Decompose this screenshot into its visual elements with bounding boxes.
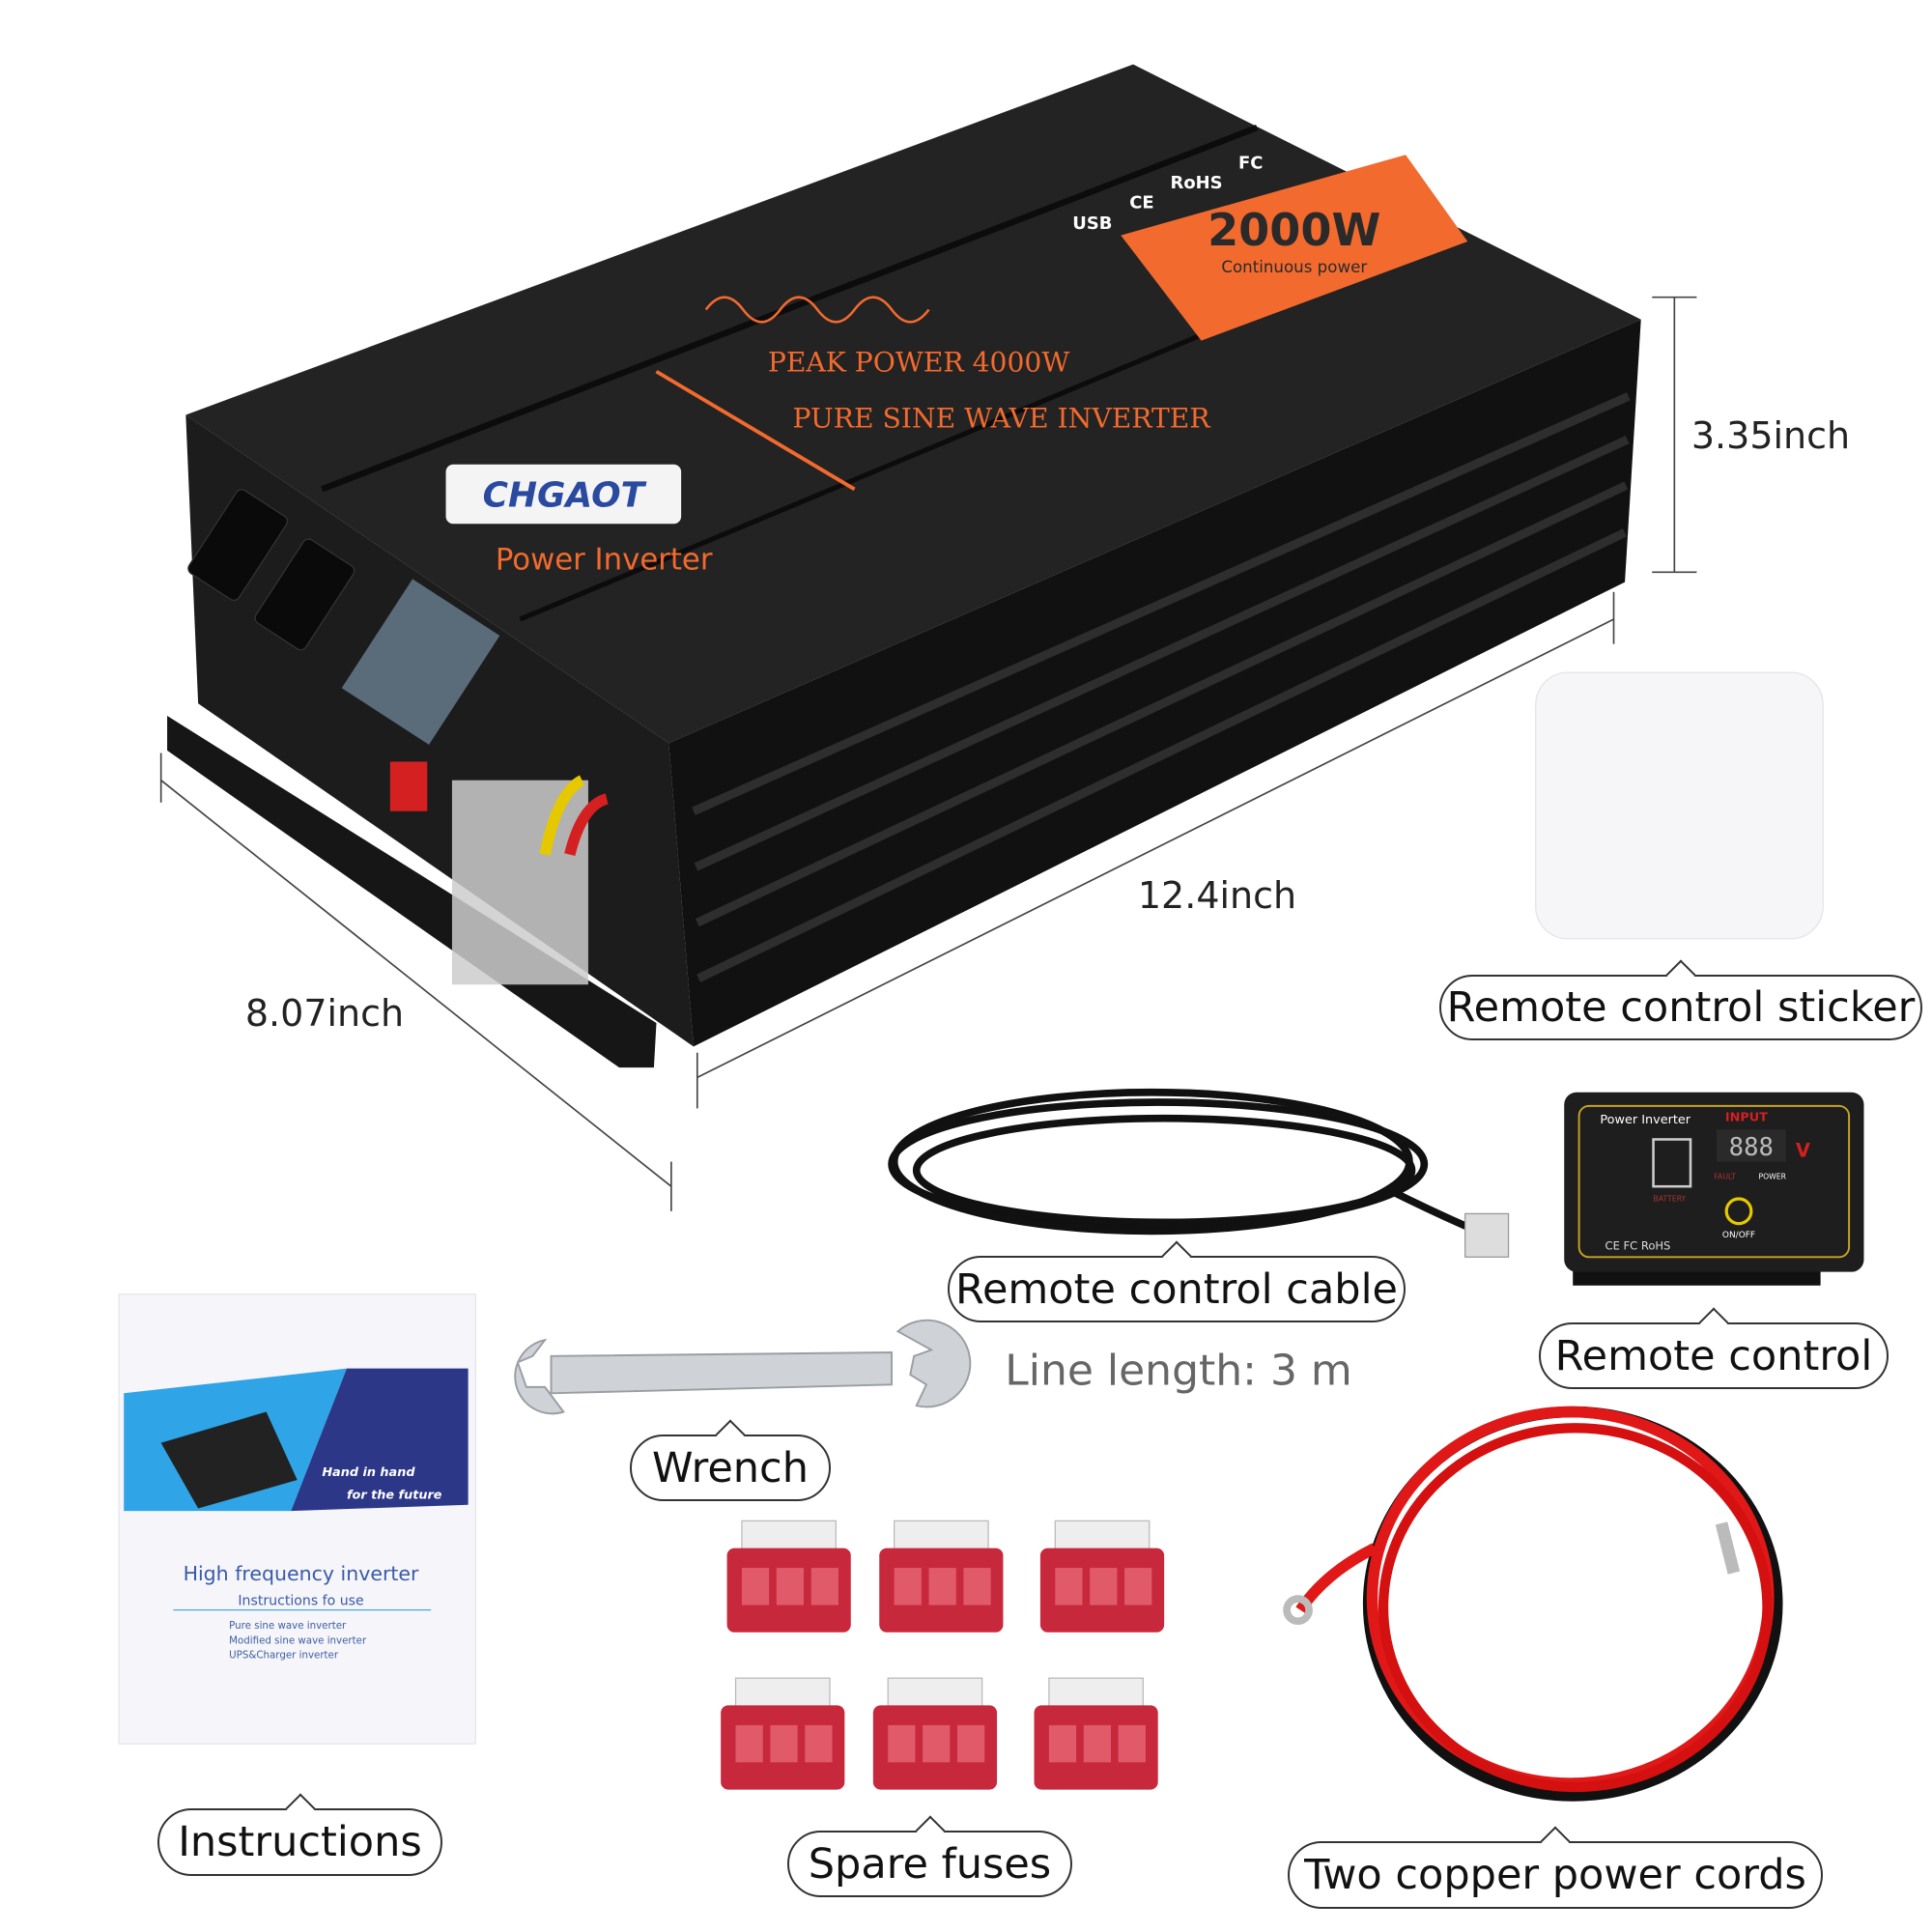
- fuse: [721, 1677, 845, 1790]
- fault-label: FAULT: [1714, 1173, 1736, 1181]
- booklet-title: High frequency inverter: [184, 1562, 419, 1585]
- booklet-option: UPS&Charger inverter: [229, 1650, 339, 1662]
- display-screen: [341, 579, 500, 745]
- wave-type-text: PURE SINE WAVE INVERTER: [793, 402, 1211, 434]
- power-switch-icon: [389, 761, 428, 811]
- instruction-booklet: Hand in hand for the future High frequen…: [118, 1293, 476, 1745]
- spare-fuses: [721, 1520, 1165, 1790]
- booklet-option: Pure sine wave inverter: [229, 1620, 347, 1632]
- ac-outlet: [254, 538, 355, 651]
- booklet-option: Modified sine wave inverter: [229, 1634, 367, 1646]
- fcc-mark: FC: [1238, 153, 1263, 173]
- remote-sticker-label: Remote control sticker: [1439, 975, 1922, 1040]
- instructions-label: Instructions: [157, 1808, 442, 1876]
- sine-wave-icon: [704, 296, 930, 324]
- remote-input-label: INPUT: [1725, 1110, 1768, 1124]
- wrench: [514, 1319, 972, 1415]
- remote-control-sticker: [1535, 671, 1824, 940]
- brand-logo-text: CHGAOT: [483, 475, 647, 515]
- onoff-label: ON/OFF: [1722, 1231, 1755, 1240]
- fuse: [1034, 1677, 1158, 1790]
- ce-mark: CE: [1129, 192, 1153, 213]
- remote-display: 888: [1729, 1133, 1774, 1162]
- rated-power-caption: Continuous power: [1221, 258, 1367, 276]
- rohs-mark: RoHS: [1171, 173, 1223, 193]
- power-cords-label: Two copper power cords: [1288, 1841, 1823, 1909]
- power-label: POWER: [1759, 1173, 1787, 1181]
- ring-terminal: [1283, 1595, 1313, 1626]
- rated-power-text: 2000W: [1208, 204, 1380, 256]
- product-label: Power Inverter: [496, 543, 713, 578]
- fuse: [879, 1520, 1004, 1633]
- remote-control: Power Inverter INPUT 888 V FAULT POWER B…: [1564, 1092, 1864, 1286]
- length-dimension: 12.4inch: [1137, 874, 1297, 917]
- inverter: CHGAOT Power Inverter PEAK POWER 4000W P…: [167, 64, 1641, 1068]
- booklet-subtitle: Instructions fo use: [238, 1594, 363, 1609]
- copper-power-cords: [1283, 1406, 1783, 1802]
- power-button-icon: [1724, 1197, 1753, 1226]
- remote-cable-label: Remote control cable: [948, 1256, 1406, 1322]
- booklet-slogan-2: for the future: [347, 1488, 442, 1502]
- remote-control-cable: [888, 1088, 1482, 1236]
- fuse: [1039, 1520, 1165, 1633]
- booklet-slogan-1: Hand in hand: [322, 1465, 415, 1480]
- spare-fuses-label: Spare fuses: [787, 1831, 1072, 1897]
- battery-icon: [1652, 1138, 1692, 1188]
- rated-power-label: [1121, 155, 1468, 341]
- usb-mark: USB: [1072, 213, 1112, 234]
- height-dimension: 3.35inch: [1690, 414, 1851, 457]
- dimension-lines: [159, 296, 1697, 1211]
- cable-length-text: Line length: 3 m: [1005, 1346, 1352, 1396]
- remote-control-label: Remote control: [1539, 1322, 1889, 1389]
- remote-unit: V: [1796, 1139, 1810, 1161]
- terminal-block: [451, 780, 588, 985]
- rj-connector: [1464, 1212, 1510, 1258]
- width-dimension: 8.07inch: [244, 992, 405, 1035]
- peak-power-text: PEAK POWER 4000W: [768, 347, 1069, 379]
- ac-outlet: [187, 489, 289, 602]
- remote-title: Power Inverter: [1600, 1113, 1690, 1127]
- fuse: [726, 1520, 851, 1633]
- wrench-label: Wrench: [630, 1435, 831, 1501]
- fuse: [872, 1677, 998, 1790]
- battery-label: BATTERY: [1654, 1195, 1687, 1204]
- brand-logo: [445, 464, 682, 525]
- remote-cert-marks: CE FC RoHS: [1605, 1239, 1671, 1253]
